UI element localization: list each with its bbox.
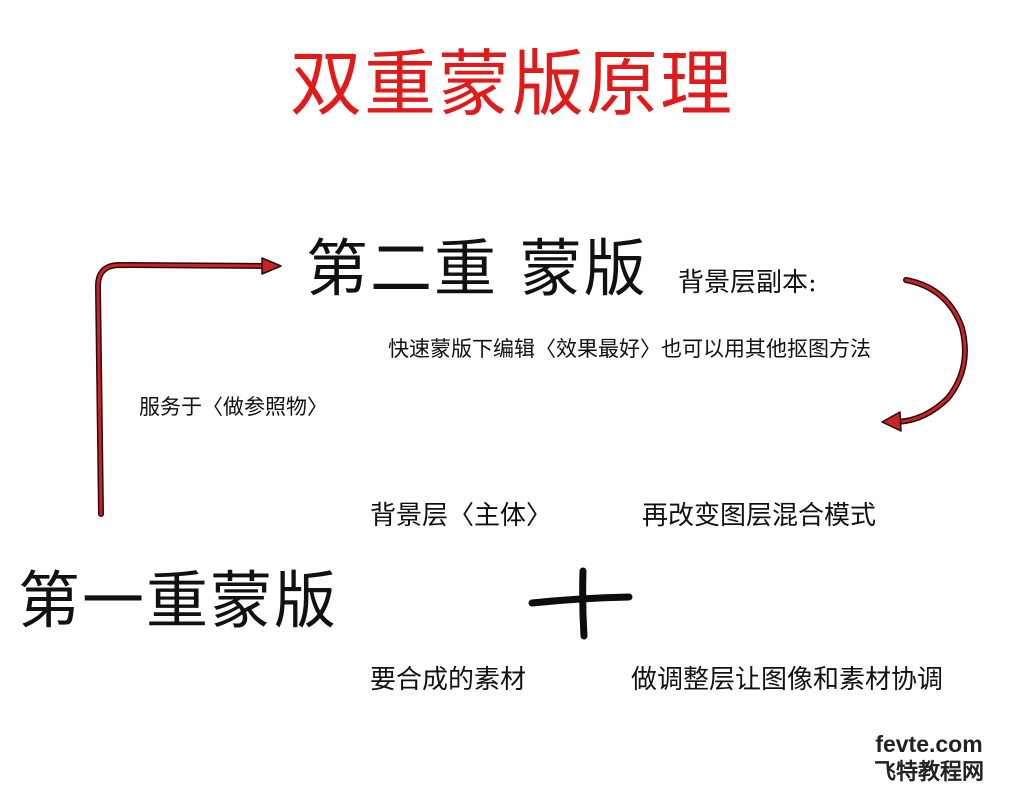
quick-mask-note: 快速蒙版下编辑〈效果最好〉也可以用其他抠图方法 <box>388 337 871 361</box>
site-logo: fevte.com 飞特教程网 <box>874 731 984 784</box>
plus-vertical <box>579 567 588 640</box>
plus-sign <box>528 567 633 640</box>
blend-mode-note: 再改变图层混合模式 <box>642 501 877 531</box>
diagram-title: 双重蒙版原理 <box>289 42 734 126</box>
right-arrowhead <box>881 411 902 432</box>
left-up-right-arrow <box>94 257 282 517</box>
logo-bottom-text: 飞特教程网 <box>874 759 984 784</box>
right-curved-arrow <box>881 277 968 432</box>
logo-top-text: fevte.com <box>875 731 982 757</box>
background-layer-label: 背景层〈主体〉 <box>370 501 553 531</box>
left-arrow-shaft <box>94 262 269 517</box>
right-arrow-shaft-fill <box>896 278 967 424</box>
first-mask-label: 第一重蒙版 <box>18 564 339 637</box>
reference-note: 服务于〈做参照物〉 <box>139 395 328 419</box>
left-arrow-shaft-fill <box>96 263 268 516</box>
adjustment-layer-note: 做调整层让图像和素材协调 <box>631 665 944 695</box>
composite-material-label: 要合成的素材 <box>370 665 527 695</box>
second-mask-label: 第二重 蒙版 <box>306 232 648 305</box>
right-arrow-shaft <box>895 277 968 425</box>
left-arrowhead <box>261 257 282 275</box>
background-copy-label: 背景层副本: <box>678 268 817 298</box>
